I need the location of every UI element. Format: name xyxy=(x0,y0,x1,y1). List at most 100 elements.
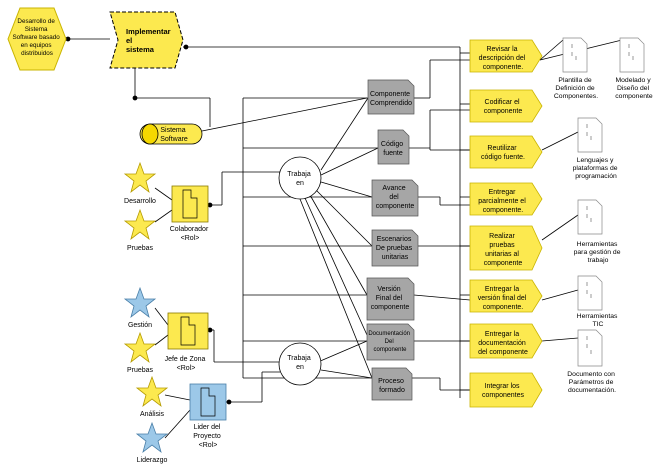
actor-desarrollo[interactable]: Desarrollo xyxy=(123,161,157,205)
actor-analisis[interactable]: Análisis xyxy=(135,375,169,418)
artifact-line: componente xyxy=(376,203,415,210)
svg-text:Entregar parcialmente el: Entregar parcialmente el componente. xyxy=(478,189,527,214)
activity-entregar-documentacion[interactable]: Entregar la documentación del componente xyxy=(469,323,543,359)
role-colaborador[interactable]: Colaborador <Rol> xyxy=(170,185,210,242)
artifact-version-final[interactable]: Versión Final del componente xyxy=(366,277,415,321)
svg-text:Reutilizar código fuente: Reutilizar código fuente. xyxy=(481,145,525,161)
interaction-trabaja-en-top[interactable]: Trabaja en xyxy=(278,156,322,200)
actor-pruebas-2[interactable]: Pruebas xyxy=(123,331,157,374)
star-icon xyxy=(135,421,169,454)
artifact-line: del xyxy=(389,194,399,201)
role-lider-proyecto[interactable]: Lider del Proyecto <Rol> xyxy=(189,383,227,449)
resource-line: trabajo xyxy=(588,257,609,264)
activity-line: Revisar la xyxy=(486,46,517,53)
activity-line: documentación xyxy=(478,340,526,347)
activity-realizar-pruebas[interactable]: Realizar pruebas unitarias al componente xyxy=(469,225,543,271)
resource-plantilla[interactable]: Plantilla de Definición de Componentes. xyxy=(554,37,598,100)
activity-line: Entregar xyxy=(489,189,517,196)
interaction-trabaja-en-bottom[interactable]: Trabaja en xyxy=(278,342,322,386)
artifact-escenarios[interactable]: Escenarios De pruebas unitarias xyxy=(371,229,419,267)
activity-line: Entregar la xyxy=(485,286,519,293)
resource-line: Herramientas xyxy=(577,313,618,320)
activity-revisar[interactable]: Revisar la descripción del componente. xyxy=(469,39,543,73)
artifact-componente-comprendido[interactable]: Componente Comprendido xyxy=(367,79,415,115)
goal-line: distribuidos xyxy=(21,50,53,57)
activity-reutilizar[interactable]: Reutilizar código fuente. xyxy=(469,135,543,169)
activity-line: código fuente. xyxy=(481,154,525,161)
artifact-line: Versión xyxy=(377,286,400,293)
role-line: Proyecto xyxy=(193,433,221,440)
activity-line: descripción del xyxy=(479,55,526,62)
svg-text:Sistema Software: Sistema Software xyxy=(160,127,188,143)
activity-line: componente. xyxy=(483,64,524,71)
artifact-proceso-formado[interactable]: Proceso formado xyxy=(371,367,413,401)
activity-entregar-version[interactable]: Entregar la versión final del componente… xyxy=(469,279,543,313)
svg-text:Revisar la descripción d: Revisar la descripción del componente. xyxy=(479,46,528,71)
resource-line: Plantilla de xyxy=(558,77,591,84)
goal-hexagon[interactable]: Desarrollo de Sistema Software basado en… xyxy=(7,7,67,71)
role-jefe-zona[interactable]: Jefe de Zona <Rol> xyxy=(165,312,209,372)
system-line: Software xyxy=(160,136,188,143)
role-icon xyxy=(182,189,198,219)
actor-pruebas-1[interactable]: Pruebas xyxy=(123,208,157,252)
svg-text:Código fuente: Código fuente xyxy=(381,141,405,157)
svg-text:Documentación Del: Documentación Del componente xyxy=(368,331,411,353)
artifact-avance[interactable]: Avance del componente xyxy=(371,179,419,217)
goal-line: Software basado xyxy=(12,34,60,41)
activity-integrar[interactable]: Integrar los componentes xyxy=(469,372,543,408)
actor-label: Gestión xyxy=(128,322,152,329)
actor-label: Análisis xyxy=(140,411,165,418)
resource-herramientas-tic[interactable]: Herramientas TIC xyxy=(577,275,620,328)
activity-line: Integrar los xyxy=(485,383,521,390)
resource-herramientas-gestion[interactable]: Herramientas para gestión de trabajo xyxy=(574,199,623,264)
svg-text:Desarrollo de Sistema: Desarrollo de Sistema Software basado en… xyxy=(12,18,61,57)
activity-line: componente. xyxy=(483,304,524,311)
interaction-line: Trabaja xyxy=(287,355,311,362)
svg-text:Integrar los componentes: Integrar los componentes xyxy=(482,383,525,399)
resource-line: Definición de xyxy=(555,85,595,92)
svg-text:Plantilla de Definición: Plantilla de Definición de Componentes. xyxy=(554,77,598,100)
activity-line: componente xyxy=(484,260,523,267)
resource-line: Componentes. xyxy=(554,93,598,100)
svg-text:Herramientas para gestió: Herramientas para gestión de trabajo xyxy=(574,241,623,264)
interaction-line: en xyxy=(296,180,304,187)
actor-liderazgo[interactable]: Liderazgo xyxy=(135,421,169,464)
activity-entregar-parcial[interactable]: Entregar parcialmente el componente. xyxy=(469,182,543,216)
artifact-line: Proceso xyxy=(378,378,404,385)
artifact-line: Del xyxy=(385,339,394,345)
star-icon xyxy=(123,161,157,194)
activity-codificar[interactable]: Codificar el componente xyxy=(469,89,543,123)
resource-modelado[interactable]: Modelado y Diseño del componente xyxy=(615,37,653,100)
artifact-codigo-fuente[interactable]: Código fuente xyxy=(377,129,410,165)
resource-documento[interactable]: Documento con Parámetros de documentació… xyxy=(567,329,617,394)
svg-text:Modelado y Diseño del: Modelado y Diseño del componente xyxy=(615,77,653,100)
system-software[interactable]: Sistema Software xyxy=(139,123,203,145)
process-line: Implementar xyxy=(126,27,171,36)
svg-text:Lider del Proyecto: Lider del Proyecto <Rol> xyxy=(193,424,223,449)
actor-gestion[interactable]: Gestión xyxy=(123,286,157,329)
svg-text:Componente Comprendido: Componente Comprendido xyxy=(370,91,412,107)
interaction-line: Trabaja xyxy=(287,171,311,178)
role-icon xyxy=(200,387,216,417)
actor-label: Pruebas xyxy=(127,245,154,252)
document-icon xyxy=(619,37,645,73)
artifact-line: componente xyxy=(373,347,407,353)
activity-line: versión final del xyxy=(478,295,527,302)
artifact-line: Componente xyxy=(370,91,410,98)
interaction-line: en xyxy=(296,364,304,371)
role-line: Colaborador xyxy=(170,226,209,233)
svg-text:Colaborador <Rol>: Colaborador <Rol> xyxy=(170,226,210,242)
process-implementar[interactable]: Implementar el sistema xyxy=(109,11,184,69)
artifact-documentacion[interactable]: Documentación Del componente xyxy=(366,323,415,361)
resource-line: Parámetros de xyxy=(569,379,614,386)
star-icon xyxy=(123,331,157,364)
resource-lenguajes[interactable]: Lenguajes y plataformas de programación xyxy=(573,117,620,180)
artifact-line: fuente xyxy=(383,150,403,157)
artifact-line: Documentación xyxy=(368,331,410,337)
connectors xyxy=(65,36,623,439)
resource-line: para gestión de xyxy=(574,249,621,256)
role-line: Lider del xyxy=(194,424,221,431)
artifact-line: De pruebas xyxy=(376,245,413,252)
